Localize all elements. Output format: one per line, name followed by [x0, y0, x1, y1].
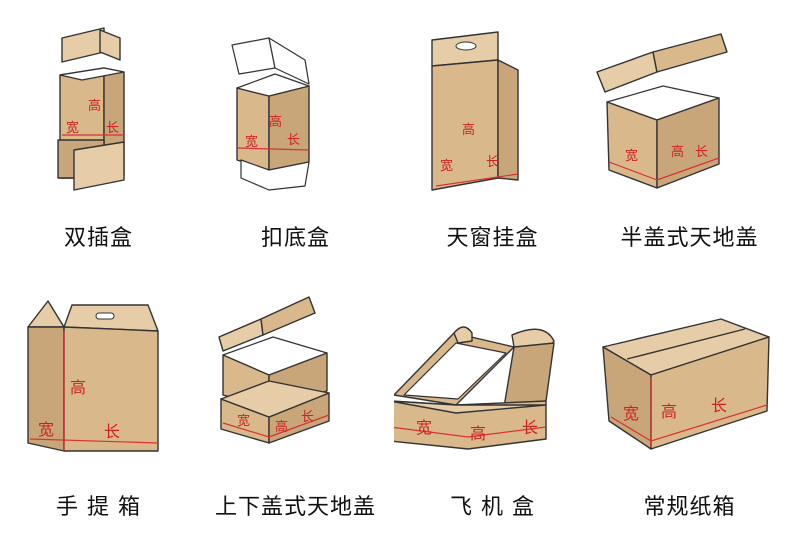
- width-label: 宽: [245, 134, 258, 150]
- box-crash-lock-bottom: 高 宽 长 扣底盒: [197, 0, 394, 271]
- width-label: 宽: [440, 158, 453, 174]
- regular-carton-illustration: 宽 高 长: [591, 271, 788, 471]
- length-label: 长: [104, 422, 120, 441]
- width-label: 宽: [237, 413, 250, 429]
- height-label: 高: [462, 122, 475, 138]
- length-label: 长: [486, 155, 499, 170]
- length-label: 长: [695, 145, 708, 160]
- half-lid-box-illustration: 宽 高 长: [591, 0, 788, 200]
- box-caption: 手 提 箱: [56, 495, 141, 520]
- handle-carry-box-illustration: 高 宽 长: [0, 271, 197, 471]
- length-label: 长: [711, 396, 727, 415]
- box-handle-carry: 高 宽 长 手 提 箱: [0, 271, 197, 542]
- length-label: 长: [287, 133, 300, 148]
- box-caption: 常规纸箱: [643, 495, 736, 520]
- box-caption: 飞 机 盒: [450, 495, 535, 520]
- length-label: 长: [522, 418, 538, 437]
- width-label: 宽: [38, 420, 54, 439]
- box-double-tuck: 高 宽 长 双插盒: [0, 0, 197, 271]
- height-label: 高: [70, 378, 86, 397]
- box-half-lid: 宽 高 长 半盖式天地盖: [591, 0, 788, 271]
- window-hanger-box-illustration: 高 宽 长: [394, 0, 591, 200]
- box-window-hanger: 高 宽 长 天窗挂盒: [394, 0, 591, 271]
- height-label: 高: [269, 114, 282, 130]
- width-label: 宽: [625, 148, 638, 164]
- box-mailer: 宽 高 长 飞 机 盒: [394, 271, 591, 542]
- double-tuck-box-illustration: 高 宽 长: [0, 0, 197, 200]
- box-full-lid: 宽 高 长 上下盖式天地盖: [197, 271, 394, 542]
- box-caption: 天窗挂盒: [446, 226, 539, 251]
- height-label: 高: [88, 98, 101, 114]
- crash-lock-bottom-box-illustration: 高 宽 长: [197, 0, 394, 200]
- box-caption: 半盖式天地盖: [620, 226, 759, 251]
- height-label: 高: [470, 424, 486, 443]
- height-label: 高: [275, 419, 288, 435]
- length-label: 长: [301, 410, 314, 425]
- width-label: 宽: [66, 120, 79, 136]
- height-label: 高: [661, 402, 677, 421]
- full-lid-box-illustration: 宽 高 长: [197, 271, 394, 471]
- length-label: 长: [106, 121, 119, 136]
- mailer-box-illustration: 宽 高 长: [394, 271, 591, 471]
- width-label: 宽: [416, 418, 432, 437]
- box-caption: 扣底盒: [260, 226, 330, 251]
- box-regular-carton: 宽 高 长 常规纸箱: [591, 271, 788, 542]
- box-caption: 上下盖式天地盖: [214, 495, 376, 520]
- width-label: 宽: [623, 404, 639, 423]
- height-label: 高: [671, 144, 684, 160]
- box-caption: 双插盒: [63, 226, 133, 251]
